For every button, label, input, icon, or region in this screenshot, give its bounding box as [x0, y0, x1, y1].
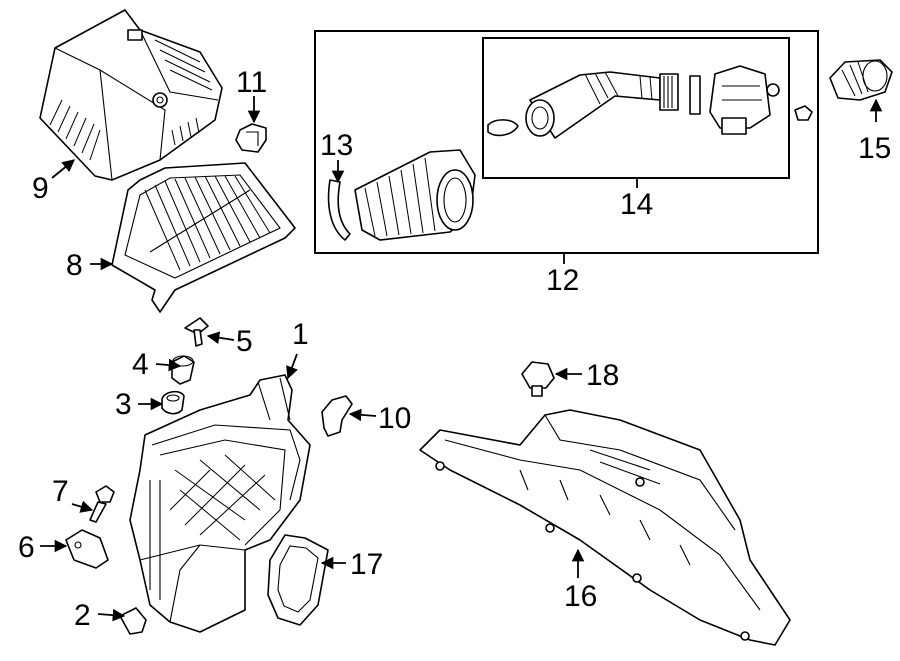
callout-9: 9 [32, 172, 49, 205]
callout-3: 3 [115, 388, 132, 421]
callout-labels: 1 2 3 4 5 6 7 8 9 10 11 12 13 14 15 16 1… [18, 66, 891, 632]
air-deflector [419, 409, 791, 646]
callout-12: 12 [546, 264, 579, 297]
hose-clamp [327, 179, 351, 241]
air-filter-element [111, 162, 296, 313]
hose-clip [321, 395, 353, 437]
leader-lines [40, 96, 883, 622]
callout-1: 1 [292, 318, 309, 351]
callout-14: 14 [620, 188, 653, 221]
air-flow-sensor [235, 123, 267, 153]
callout-16: 16 [564, 580, 597, 613]
callout-4: 4 [132, 348, 149, 381]
assembly-box-14 [482, 37, 790, 179]
callout-7: 7 [52, 475, 69, 508]
assembly-box-12 [314, 30, 819, 254]
air-cleaner-cover [39, 9, 223, 181]
mounting-bolt [89, 485, 115, 523]
flange-nut [521, 361, 555, 397]
callout-10: 10 [378, 402, 411, 435]
callout-8: 8 [66, 249, 83, 282]
intake-hose [354, 149, 476, 241]
callout-15: 15 [858, 132, 891, 165]
intake-duct-assembly [487, 65, 813, 139]
callout-11: 11 [236, 66, 267, 99]
callout-13: 13 [320, 129, 353, 162]
push-pin-fastener [184, 317, 209, 347]
grommet-3 [161, 390, 185, 415]
callout-6: 6 [18, 531, 35, 564]
callout-18: 18 [586, 359, 619, 392]
housing-seal [267, 534, 329, 626]
mounting-bracket [65, 529, 109, 569]
callout-2: 2 [74, 599, 91, 632]
intake-hose-15 [829, 59, 893, 101]
callout-5: 5 [236, 325, 253, 358]
grommet-4 [171, 355, 195, 385]
air-cleaner-lower-housing [129, 374, 311, 633]
callout-17: 17 [350, 548, 383, 581]
retaining-clip [119, 607, 147, 635]
